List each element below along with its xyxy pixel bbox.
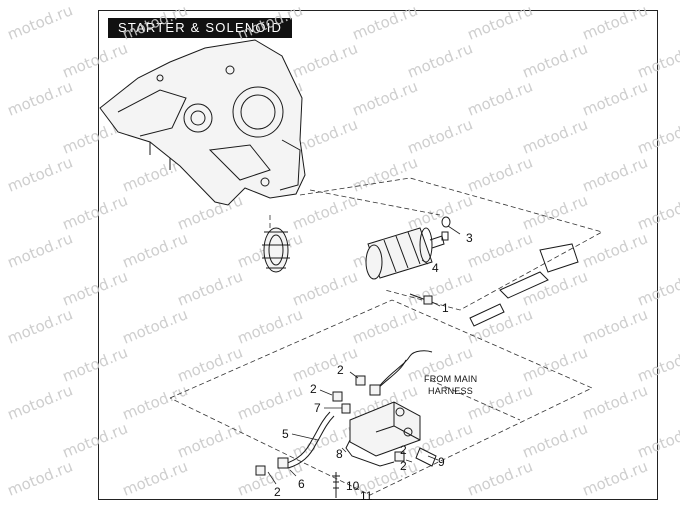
watermark-text: motod.ru bbox=[580, 229, 651, 271]
watermark-text: motod.ru bbox=[580, 305, 651, 347]
watermark-text: motod.ru bbox=[405, 267, 476, 309]
watermark-text: motod.ru bbox=[465, 229, 536, 271]
watermark-text: motod.ru bbox=[5, 1, 76, 43]
watermark-text: motod.ru bbox=[635, 191, 680, 233]
diagram-frame bbox=[98, 10, 658, 500]
watermark-text: motod.ru bbox=[465, 77, 536, 119]
callout-2d: 2 bbox=[400, 459, 407, 473]
watermark-text: motod.ru bbox=[520, 191, 591, 233]
assembly-dashed-outline-lower bbox=[169, 299, 593, 496]
jackshaft-assembly bbox=[469, 243, 579, 327]
callout-labels: 1 2 2 2 2 2 3 4 5 6 7 8 9 10 11 bbox=[274, 231, 473, 503]
watermark-text: motod.ru bbox=[120, 229, 191, 271]
diagram-title: STARTER & SOLENOID bbox=[108, 18, 293, 38]
watermark-text: motod.ru bbox=[290, 267, 361, 309]
watermark-text: motod.ru bbox=[290, 39, 361, 81]
callout-2b: 2 bbox=[310, 382, 317, 396]
watermark-text: motod.ru bbox=[5, 457, 76, 499]
harness-note-line1: FROM MAIN bbox=[424, 374, 477, 384]
callout-2c: 2 bbox=[274, 485, 281, 499]
watermark-text: motod.ru bbox=[120, 305, 191, 347]
watermark-text: motod.ru bbox=[235, 305, 306, 347]
watermark-text: motod.ru bbox=[405, 191, 476, 233]
leader-lines bbox=[267, 225, 461, 485]
watermark-text: motod.ru bbox=[235, 381, 306, 423]
watermark-text: motod.ru bbox=[60, 267, 131, 309]
watermark-text: motod.ru bbox=[635, 39, 680, 81]
watermark-text: motod.ru bbox=[175, 267, 246, 309]
callout-1: 1 bbox=[442, 301, 449, 315]
terminal-boots bbox=[255, 375, 405, 476]
harness-note: FROM MAIN HARNESS bbox=[424, 374, 477, 396]
ring-gear bbox=[262, 227, 290, 273]
watermark-text: motod.ru bbox=[5, 153, 76, 195]
watermark-text: motod.ru bbox=[5, 305, 76, 347]
watermark-text: motod.ru bbox=[350, 1, 421, 43]
mounting-bolt bbox=[409, 293, 433, 305]
callout-7: 7 bbox=[314, 401, 321, 415]
watermark-text: motod.ru bbox=[465, 1, 536, 43]
watermark-text: motod.ru bbox=[520, 115, 591, 157]
watermark-text: motod.ru bbox=[465, 457, 536, 499]
watermark-text: motod.ru bbox=[465, 381, 536, 423]
callout-4: 4 bbox=[432, 261, 439, 275]
watermark-text: motod.ru bbox=[520, 419, 591, 461]
callout-2a: 2 bbox=[337, 363, 344, 377]
watermark-text: motod.ru bbox=[350, 77, 421, 119]
callout-10: 10 bbox=[346, 479, 360, 493]
watermark-text: motod.ru bbox=[635, 419, 680, 461]
watermark-text: motod.ru bbox=[290, 343, 361, 385]
starter-motor bbox=[365, 227, 449, 280]
callout-11: 11 bbox=[360, 489, 373, 503]
watermark-text: motod.ru bbox=[5, 229, 76, 271]
starter-cable bbox=[277, 411, 335, 469]
watermark-text: motod.ru bbox=[120, 381, 191, 423]
callout-2e: 2 bbox=[400, 443, 407, 457]
watermark-text: motod.ru bbox=[175, 419, 246, 461]
watermark-text: motod.ru bbox=[60, 39, 131, 81]
watermark-text: motod.ru bbox=[635, 115, 680, 157]
solenoid-wire bbox=[345, 439, 395, 467]
watermark-text: motod.ru bbox=[405, 39, 476, 81]
callout-3: 3 bbox=[466, 231, 473, 245]
watermark-text: motod.ru bbox=[520, 343, 591, 385]
watermark-text: motod.ru bbox=[635, 267, 680, 309]
watermark-text: motod.ru bbox=[580, 153, 651, 195]
watermark-text: motod.ru bbox=[5, 77, 76, 119]
watermark-text: motod.ru bbox=[465, 305, 536, 347]
callout-8: 8 bbox=[336, 447, 343, 461]
watermark-text: motod.ru bbox=[120, 1, 191, 43]
watermark-text: motod.ru bbox=[405, 115, 476, 157]
callout-6: 6 bbox=[298, 477, 305, 491]
watermark-text: motod.ru bbox=[350, 153, 421, 195]
watermark-text: motod.ru bbox=[580, 457, 651, 499]
watermark-text: motod.ru bbox=[235, 1, 306, 43]
watermark-text: motod.ru bbox=[635, 343, 680, 385]
solenoid-screw bbox=[332, 472, 340, 498]
watermark-text: motod.ru bbox=[235, 457, 306, 499]
starter-solenoid bbox=[349, 401, 437, 467]
harness-note-line2: HARNESS bbox=[428, 386, 473, 396]
crankcase-housing bbox=[99, 39, 306, 206]
watermark-text: motod.ru bbox=[60, 419, 131, 461]
watermark-text: motod.ru bbox=[120, 457, 191, 499]
watermark-text: motod.ru bbox=[580, 1, 651, 43]
watermark-text: motod.ru bbox=[60, 191, 131, 233]
watermark-text: motod.ru bbox=[465, 153, 536, 195]
callout-5: 5 bbox=[282, 427, 289, 441]
main-harness-cable bbox=[369, 350, 433, 396]
o-ring bbox=[441, 216, 451, 228]
callout-9: 9 bbox=[438, 455, 445, 469]
watermark-text: motod.ru bbox=[520, 39, 591, 81]
watermark-text: motod.ru bbox=[5, 381, 76, 423]
watermark-text: motod.ru bbox=[60, 343, 131, 385]
watermark-text: motod.ru bbox=[350, 305, 421, 347]
watermark-text: motod.ru bbox=[580, 77, 651, 119]
watermark-text: motod.ru bbox=[175, 343, 246, 385]
